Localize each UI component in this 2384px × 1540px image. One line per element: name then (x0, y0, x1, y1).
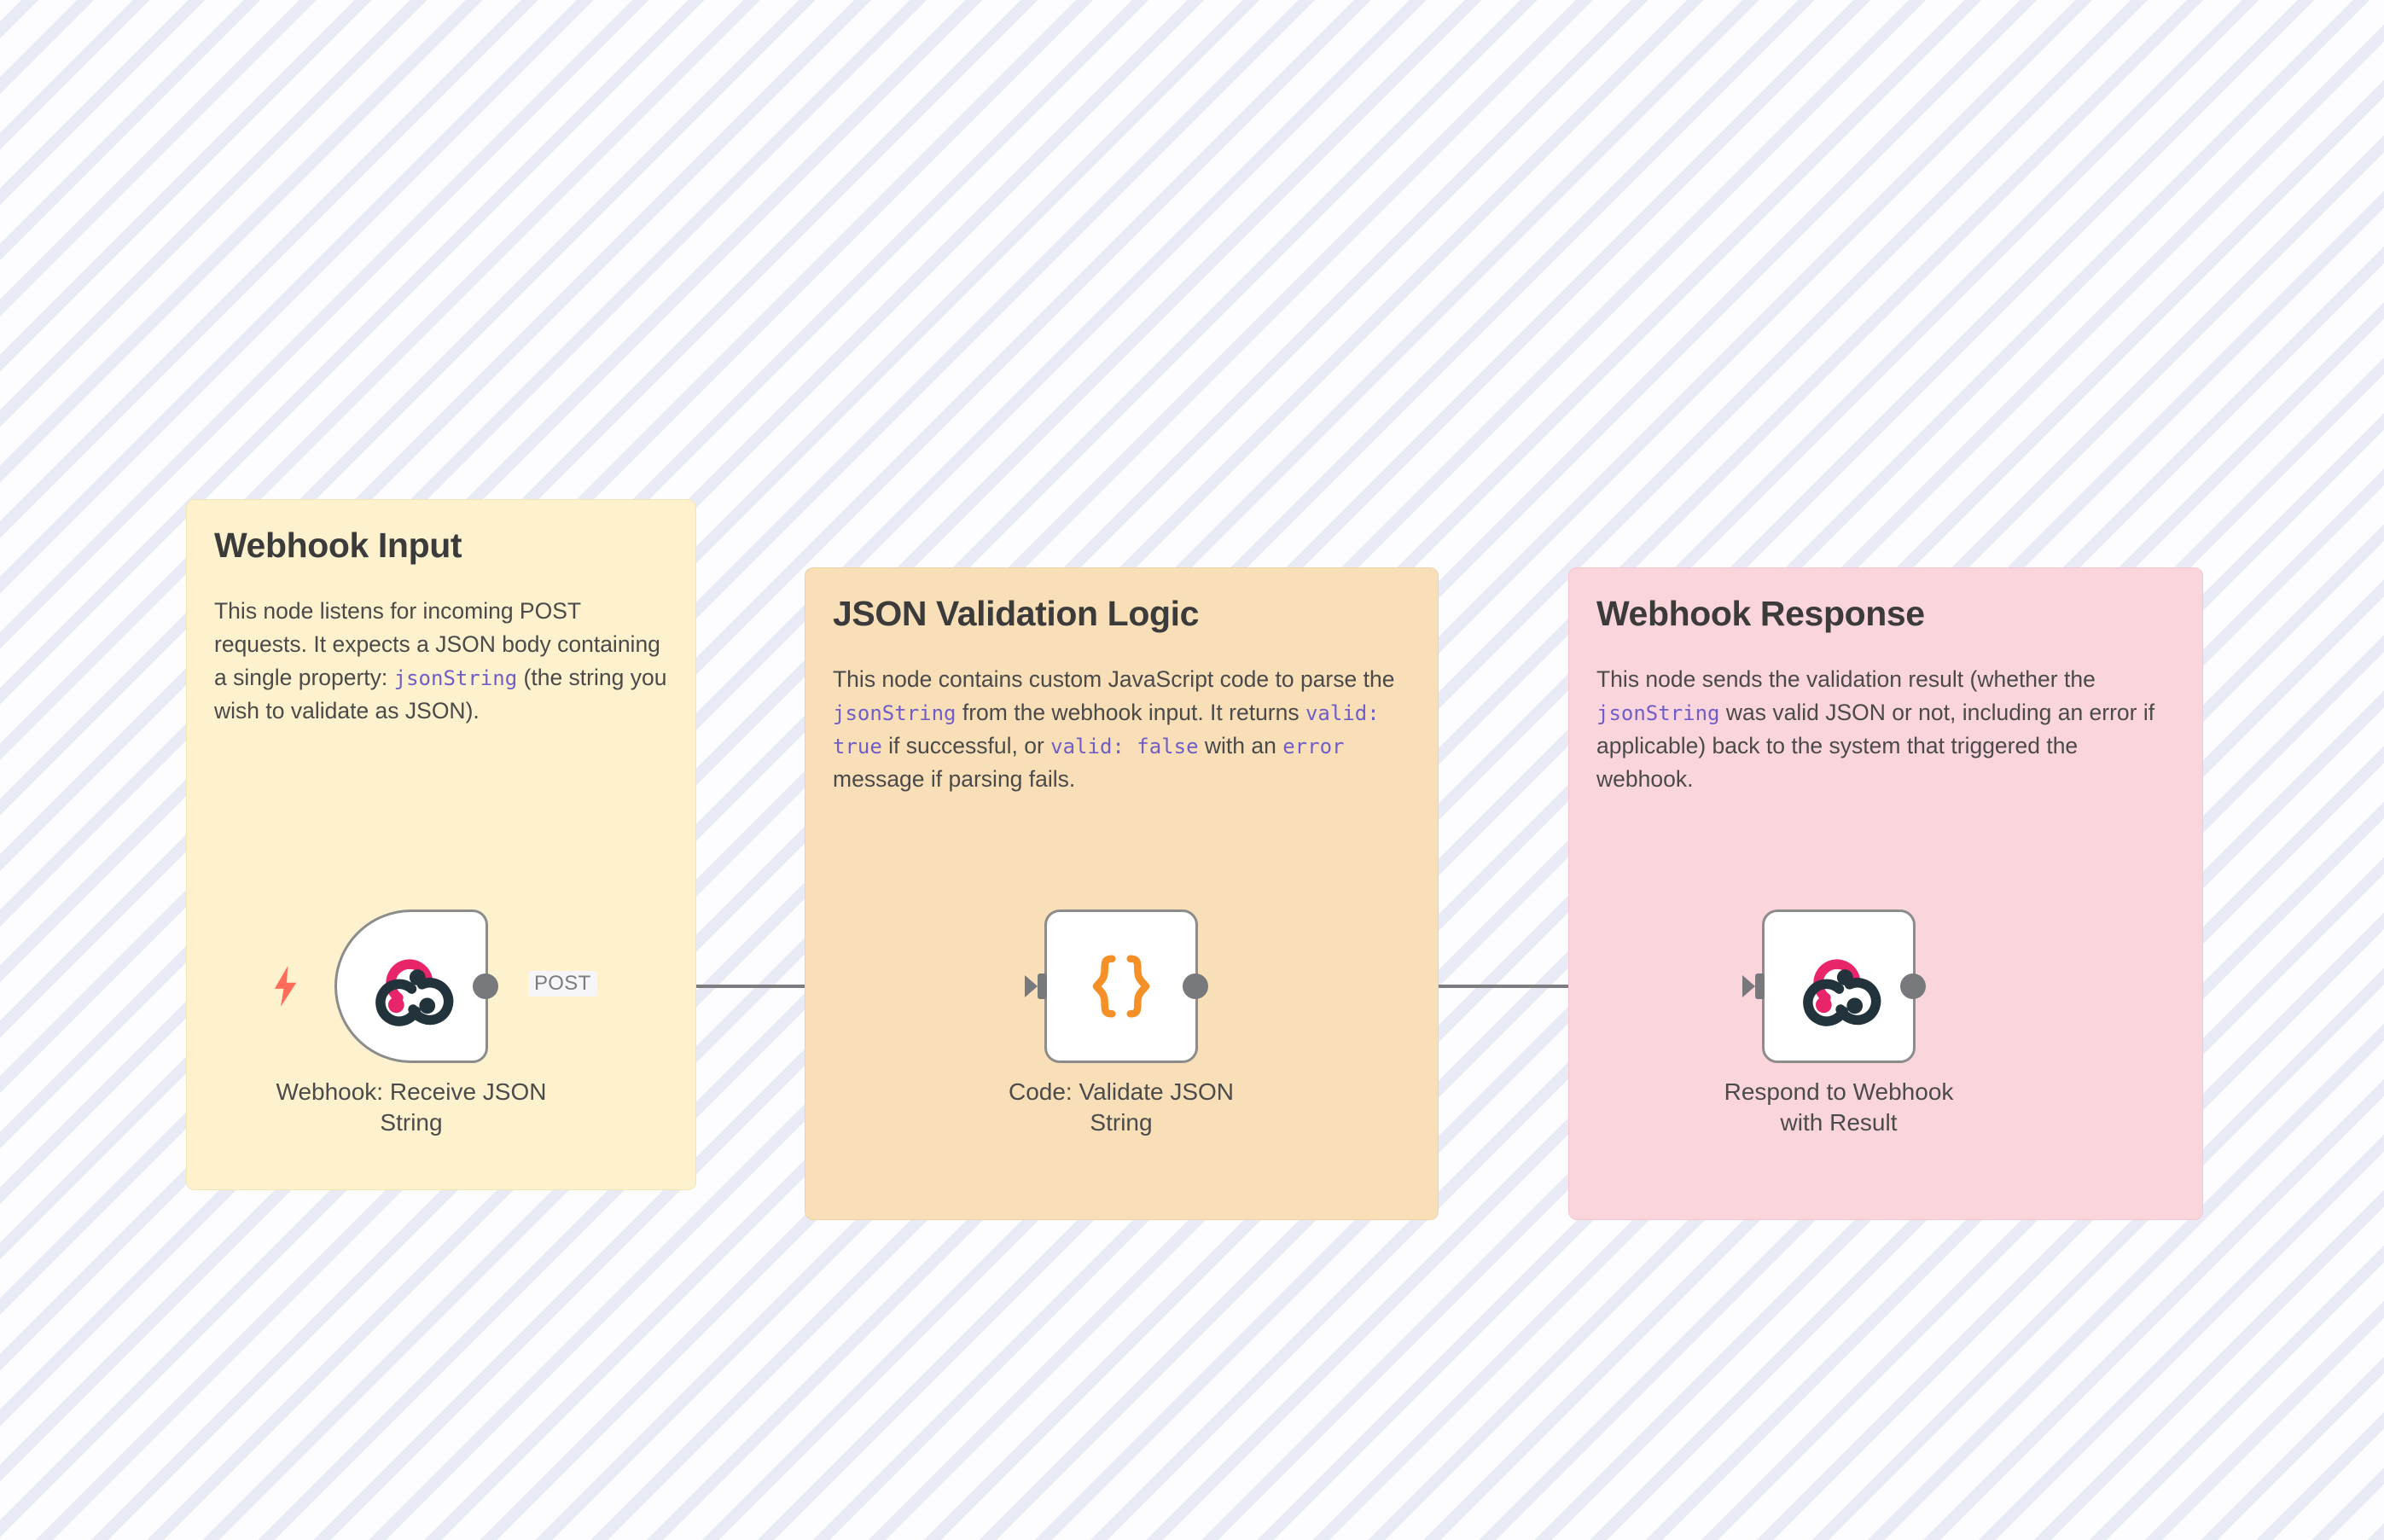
body-text: with an (1198, 733, 1283, 759)
code-token-jsonstring: jsonString (393, 666, 518, 691)
body-text: (the string you wish to validate as JSON… (214, 665, 667, 724)
sticky-note-validation-logic[interactable]: JSON Validation Logic This node contains… (805, 567, 1439, 1220)
lightning-bolt-icon (274, 966, 297, 1007)
node-webhook-receive[interactable]: Webhook: Receive JSON String (274, 909, 546, 1136)
node-label: Code: Validate JSON String (1008, 1078, 1235, 1136)
connection-label-post: POST (528, 971, 597, 997)
code-token-error: error (1282, 735, 1345, 759)
node-body[interactable] (274, 909, 498, 1063)
node-label: Respond to Webhook with Result (1724, 1078, 1954, 1136)
node-output-endpoint[interactable] (473, 973, 498, 999)
node-respond-webhook[interactable]: Respond to Webhook with Result (1724, 909, 1953, 1136)
sticky-title: Webhook Response (1596, 594, 1925, 633)
code-token-jsonstring: jsonString (833, 701, 957, 726)
body-text: This node listens for incoming POST requ… (214, 598, 660, 691)
body-text: was valid JSON or not, including an erro… (1596, 700, 2155, 792)
curly-braces-icon (1092, 955, 1150, 1018)
body-text: This node sends the validation result (w… (1596, 666, 2096, 693)
sticky-body: This node contains custom JavaScript cod… (833, 663, 1410, 796)
sticky-note-webhook-response[interactable]: Webhook Response This node sends the val… (1568, 567, 2203, 1220)
body-text: if successful, or (881, 733, 1051, 759)
node-code-validate[interactable]: Code: Validate JSON String (1009, 909, 1234, 1136)
node-output-endpoint[interactable] (1900, 973, 1926, 999)
sticky-body: This node listens for incoming POST requ… (214, 595, 668, 728)
node-output-endpoint[interactable] (1183, 973, 1208, 999)
code-token-valid-true: valid: true (833, 701, 1380, 759)
node-label: Webhook: Receive JSON String (276, 1078, 547, 1136)
node-input-endpoint[interactable] (1742, 972, 1766, 1001)
node-input-endpoint[interactable] (1025, 972, 1049, 1001)
webhook-icon (375, 959, 454, 1026)
sticky-title: JSON Validation Logic (833, 594, 1200, 633)
sticky-title: Webhook Input (214, 526, 462, 565)
sticky-body: This node sends the validation result (w… (1596, 663, 2175, 796)
node-body[interactable] (1025, 909, 1208, 1063)
code-token-jsonstring: jsonString (1596, 701, 1720, 726)
node-body[interactable] (1742, 909, 1926, 1063)
body-text: This node contains custom JavaScript cod… (833, 666, 1395, 693)
sticky-note-webhook-input[interactable]: Webhook Input This node listens for inco… (186, 499, 696, 1190)
body-text: message if parsing fails. (833, 766, 1076, 792)
webhook-icon (1803, 959, 1881, 1026)
code-token-valid-false: valid: false (1050, 735, 1199, 759)
body-text: from the webhook input. It returns (956, 700, 1305, 726)
